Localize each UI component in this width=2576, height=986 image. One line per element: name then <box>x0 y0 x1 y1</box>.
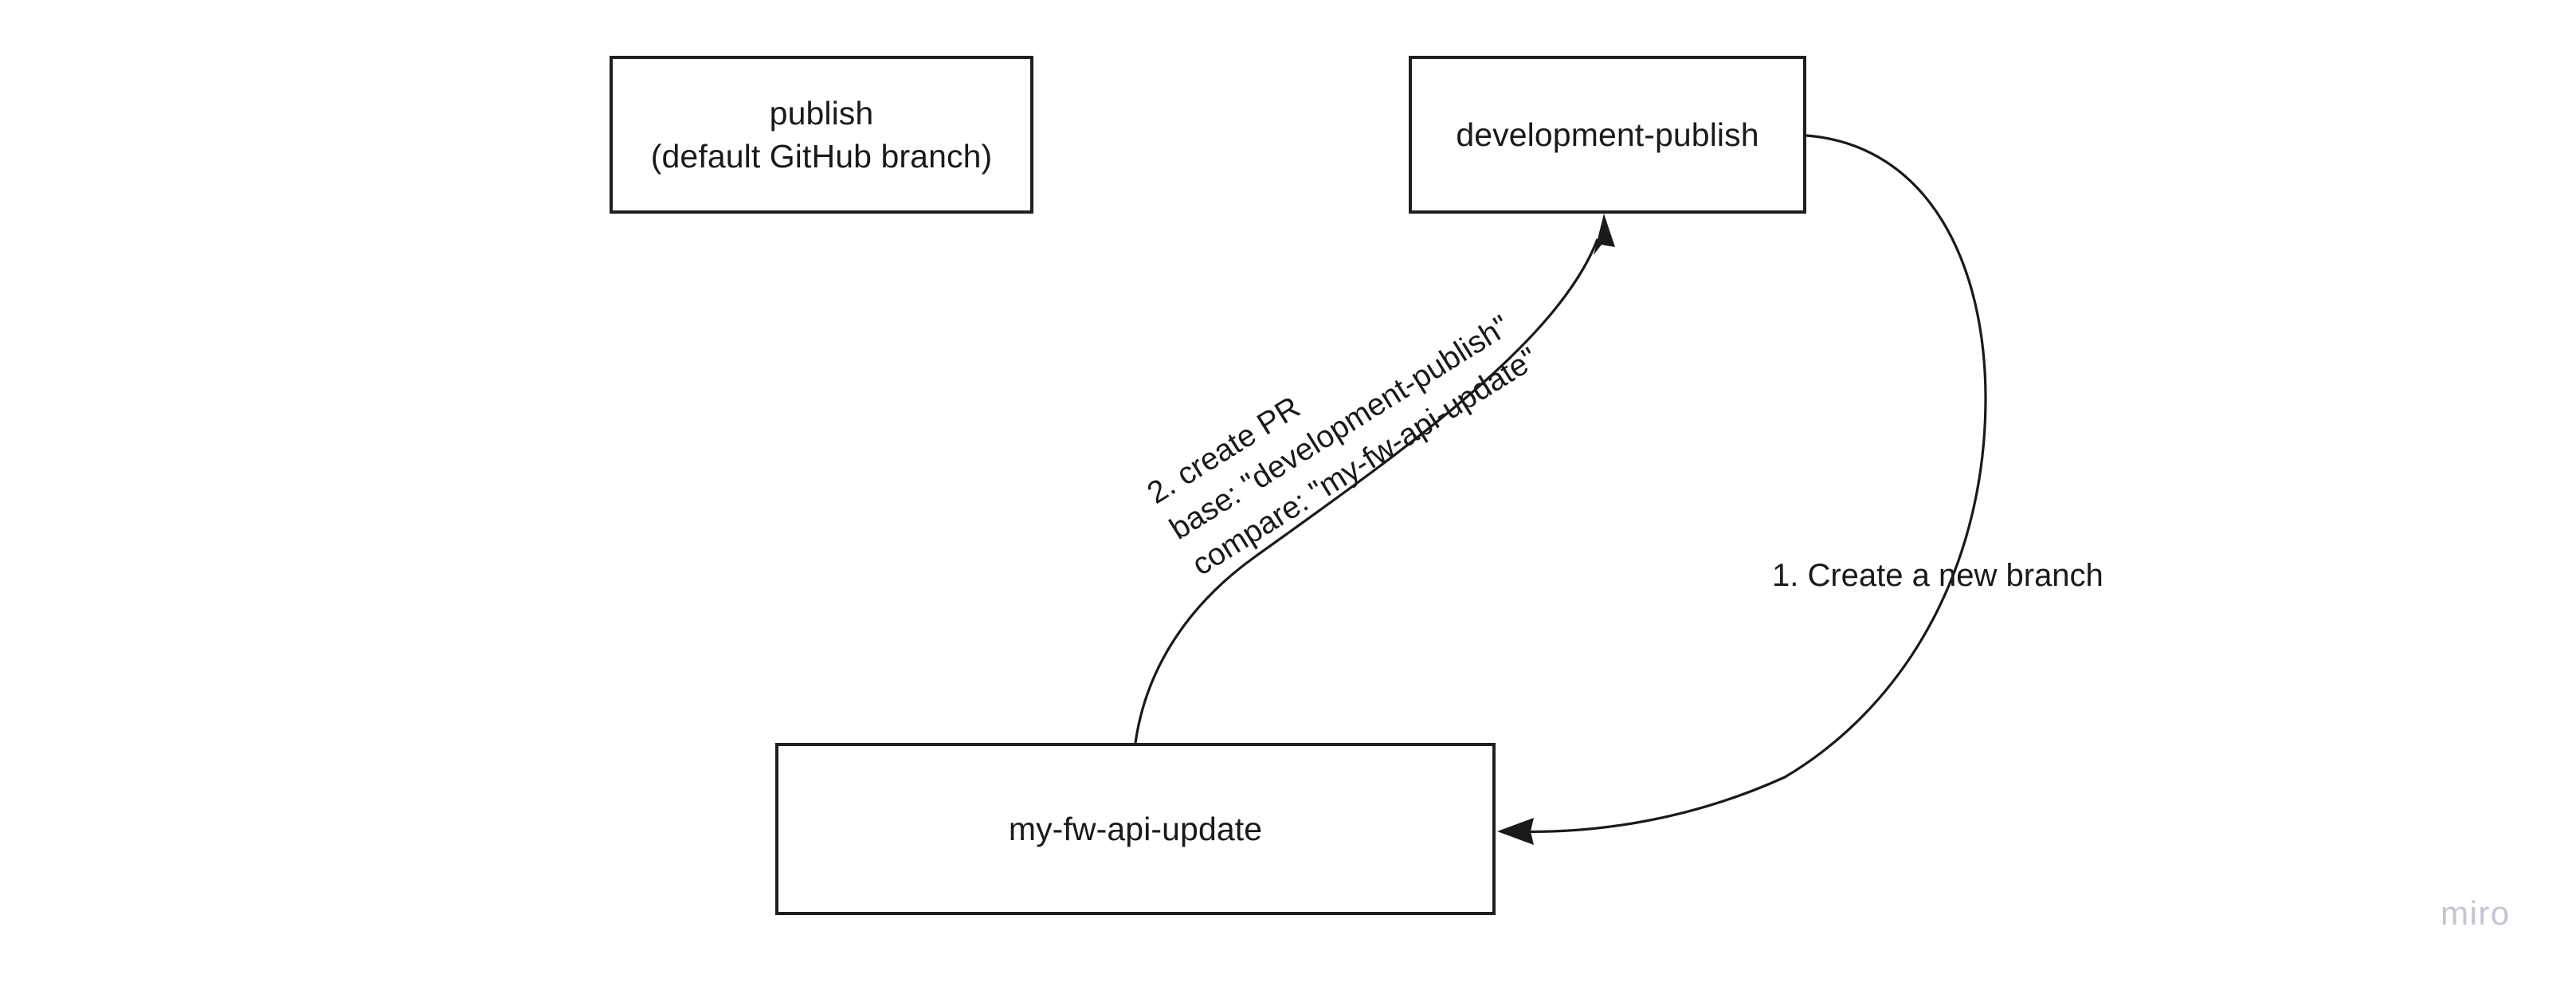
edge-create-branch <box>1497 134 1987 845</box>
edge-create-branch-path <box>1512 134 1987 834</box>
node-publish[interactable]: publish (default GitHub branch) <box>610 56 1033 214</box>
edge-create-branch-arrowhead <box>1497 818 1534 845</box>
edge-create-pr-arrowhead <box>1594 214 1615 255</box>
edge-label-create-branch[interactable]: 1. Create a new branch <box>1772 558 2104 593</box>
miro-watermark: miro <box>2441 894 2511 932</box>
node-my-fw-api-update[interactable]: my-fw-api-update <box>775 743 1496 915</box>
edge-label-create-pr[interactable]: 2. create PR base: "development-publish"… <box>1141 308 1544 583</box>
node-development-publish[interactable]: development-publish <box>1409 56 1806 214</box>
